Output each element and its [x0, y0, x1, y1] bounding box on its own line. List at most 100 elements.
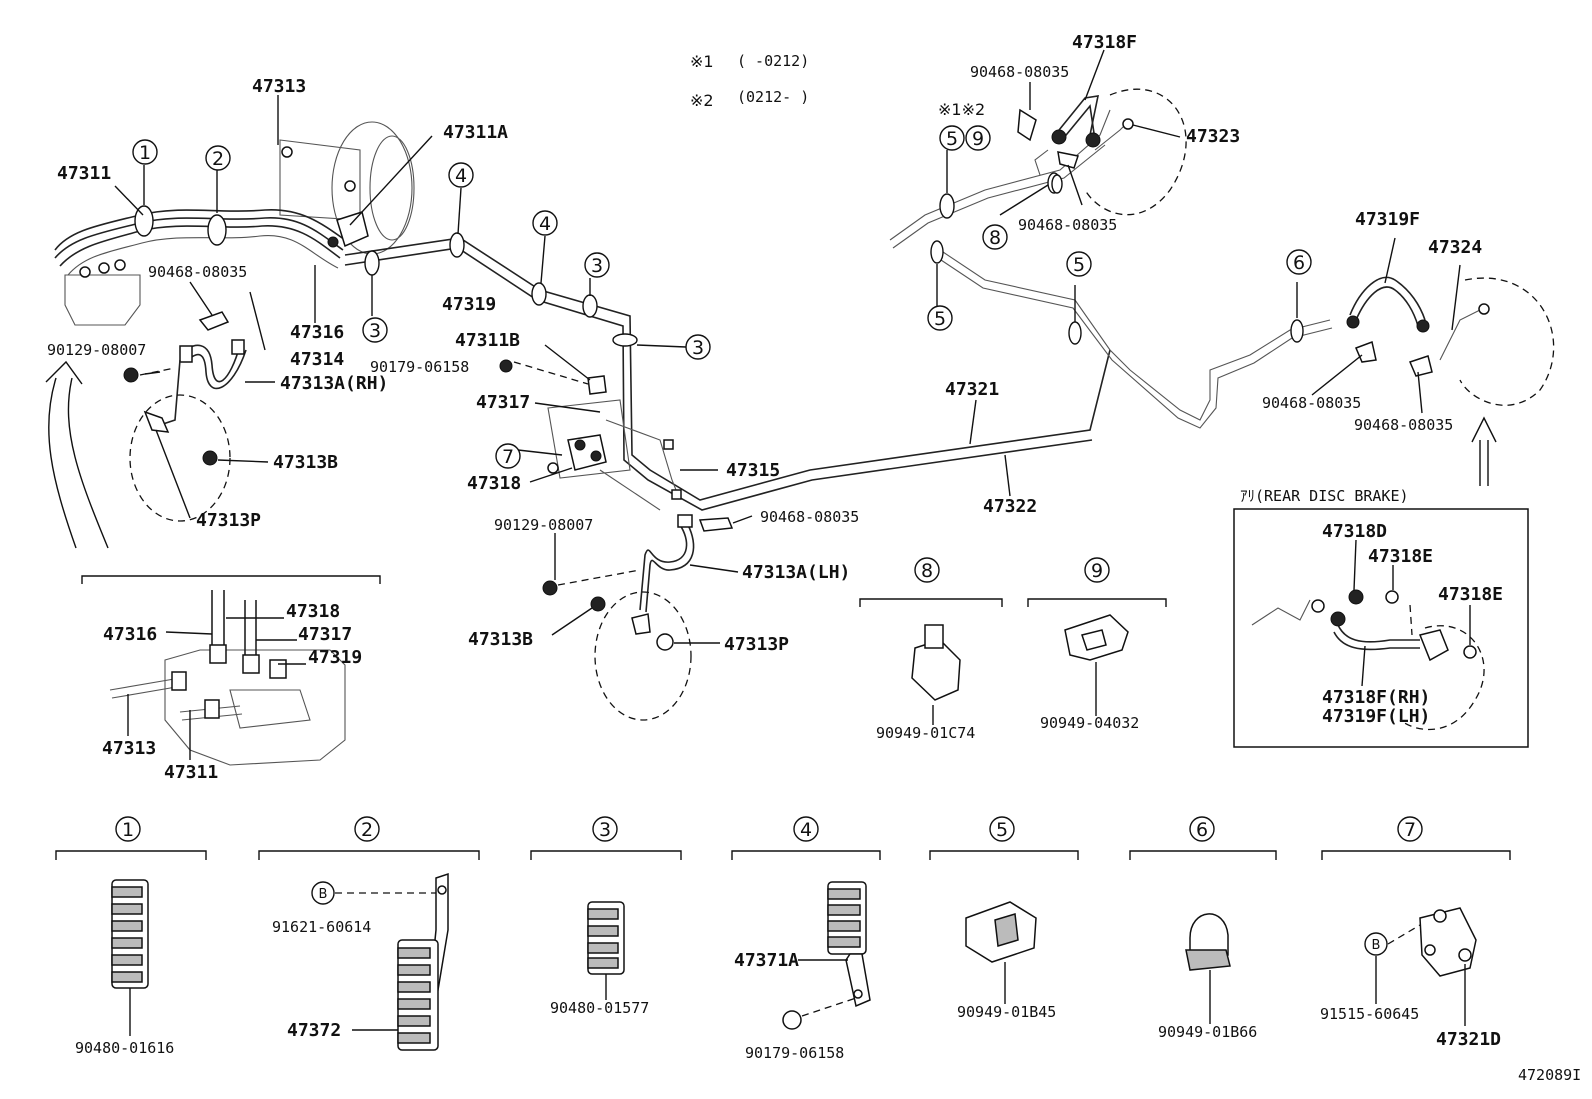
clip-slot-icon [994, 913, 1019, 947]
part-label-47313A-rh: 47313A(RH) [280, 373, 388, 394]
bleeder-bolt-icon [590, 596, 606, 612]
part-label-47313: 47313 [252, 76, 306, 97]
clamp-number: 1 [122, 819, 134, 841]
clamp-part-number: 90480-01577 [550, 999, 649, 1017]
flare-nut-icon [327, 236, 339, 248]
hose-fitting-icon [1416, 319, 1430, 333]
part-label-47323: 47323 [1186, 126, 1240, 147]
brake-pipe [937, 257, 1333, 429]
brake-pipe [892, 144, 1106, 249]
part-label-47318F: 47318F [1072, 32, 1137, 53]
clamp-part-number: 47371A [734, 950, 799, 971]
clamp-6-slot-icon [111, 879, 149, 989]
part-label-47324: 47324 [1428, 237, 1482, 258]
callout-circle [939, 125, 965, 151]
part-label-47322: 47322 [983, 496, 1037, 517]
callout-circle [311, 881, 335, 905]
front-hose-rh-group [45, 339, 275, 549]
part-labels: 47311 47313 47311A 90468-08035 47316 473… [47, 32, 1482, 655]
callout-circle [532, 210, 558, 236]
callout-number: 7 [502, 446, 514, 468]
detail-label-47311: 47311 [164, 762, 218, 783]
actuator-body-outline [229, 689, 311, 729]
rear-disc-brake-box: ｱﾘ(REAR DISC BRAKE) 47318D 47318E 47318E… [1233, 487, 1529, 748]
figure-id: 472089I [1518, 1066, 1581, 1084]
clamp-icon [582, 294, 598, 318]
clamp-icon [612, 333, 638, 347]
caliper-bracket-icon [631, 613, 651, 635]
flare-nut-icon [242, 654, 260, 674]
detail-label-47313: 47313 [102, 738, 156, 759]
callout-letter: B [1372, 938, 1381, 953]
rear-clip-callouts [1051, 174, 1063, 194]
part-label-47316: 47316 [290, 322, 344, 343]
callout-circle [1084, 557, 1110, 583]
callout-circle [1066, 251, 1092, 277]
flare-nut-icon [574, 439, 586, 451]
clamp-item-6: 6 90949-01B66 [1129, 816, 1277, 1041]
callout-number: 9 [972, 128, 984, 150]
callout-number: 8 [989, 227, 1001, 249]
part-label-47319: 47319 [442, 294, 496, 315]
clamp-icon [1068, 321, 1082, 345]
main-brake-pipe [344, 247, 1093, 511]
hose-fitting-icon [1346, 315, 1360, 329]
direction-arrow [1471, 416, 1497, 486]
clamp-bracket-icon [845, 953, 871, 1008]
joint-port-icon [1424, 944, 1436, 956]
hose-clip-base-icon [1185, 949, 1231, 971]
part-label-47313B: 47313B [273, 452, 338, 473]
callout-number: 1 [139, 142, 151, 164]
front-hose-lh-group [542, 514, 753, 721]
brake-pipe [599, 469, 661, 511]
detail-inset: 47318 47316 47317 47319 47313 47311 [81, 575, 381, 783]
brake-pipe [67, 234, 339, 276]
clamp-icon [531, 282, 547, 306]
flexible-hose-icon [639, 524, 688, 611]
clip-part-number: 90949-04032 [1040, 714, 1139, 732]
gasket-icon [1463, 645, 1477, 659]
callout-circle [115, 816, 141, 842]
part-label-90468-08035: 90468-08035 [1018, 216, 1117, 234]
clip-part-number: 90949-01C74 [876, 724, 975, 742]
part-label-47315: 47315 [726, 460, 780, 481]
pipe-clip-icon [1057, 151, 1079, 169]
clamp-part-number: 90949-01B45 [957, 1003, 1056, 1021]
rear-drum-dashed-outline [1084, 88, 1187, 216]
detail-bracket [81, 575, 381, 584]
brake-pipe [605, 419, 679, 496]
part-label-47317: 47317 [476, 392, 530, 413]
brake-booster-inner [369, 135, 415, 241]
flexible-hose-icon [1061, 104, 1096, 141]
callout-number: 5 [1073, 254, 1085, 276]
hose-fitting-icon [677, 514, 693, 528]
clamp-icon [449, 232, 465, 258]
part-label-47321: 47321 [945, 379, 999, 400]
clamp-item-2: 2 B 91621-60614 47372 [258, 816, 480, 1051]
union-bolt-icon [123, 367, 139, 383]
part-label-47318E: 47318E [1438, 584, 1503, 605]
rear-drum-dashed-outline [1459, 277, 1555, 406]
bracket-hole-icon [437, 885, 447, 895]
clamp-number: 4 [800, 819, 812, 841]
callout-number: 5 [934, 308, 946, 330]
caliper-fitting-icon [1418, 629, 1449, 662]
note-1-range: ( -0212) [737, 52, 809, 70]
hose-clip-icon [1189, 913, 1229, 956]
brake-pipe [59, 225, 341, 267]
clamp-part-number: 47321D [1436, 1029, 1501, 1050]
part-label-90179-06158: 90179-06158 [370, 358, 469, 376]
clamp-item-4: 4 47371A 90179-06158 [731, 816, 881, 1062]
brake-pipe [1439, 309, 1481, 361]
clamp-icon [207, 214, 227, 246]
callout-circle [793, 816, 819, 842]
clamp-icon [930, 240, 944, 264]
clamp-part-number: 47372 [287, 1020, 341, 1041]
flare-nut-icon [281, 146, 293, 158]
three-way-joint-icon [1419, 907, 1477, 977]
part-label-47318E: 47318E [1368, 546, 1433, 567]
clamp-icon [364, 250, 380, 276]
clip-detail-8: 8 90949-01C74 [859, 557, 1003, 742]
callout-circle [584, 252, 610, 278]
